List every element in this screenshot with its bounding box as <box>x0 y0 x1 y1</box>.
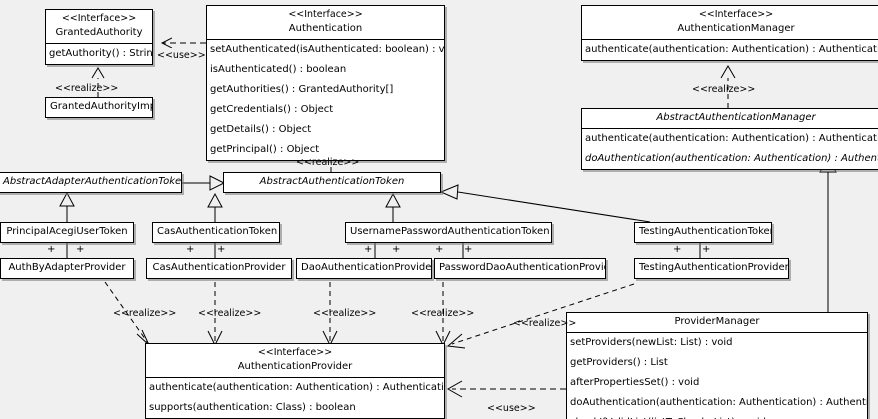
class-name: AbstractAuthenticationManager <box>656 112 816 123</box>
multiplicity-principal-left: + <box>47 244 56 255</box>
class-name: PasswordDaoAuthenticationProvider <box>439 262 605 273</box>
class-name: DaoAuthenticationProvider <box>301 262 431 273</box>
multiplicity-testing-right: + <box>702 244 711 255</box>
operation: getCredentials() : Object <box>210 104 334 115</box>
class-name: GrantedAuthority <box>55 27 143 38</box>
multiplicity-upat-4: + <box>464 244 473 255</box>
class-name: GrantedAuthorityImpl <box>50 101 152 112</box>
multiplicity-upat-2: + <box>392 244 401 255</box>
realize-label-cas-provider: <<realize>> <box>198 308 262 319</box>
operation: authenticate(authentication: Authenticat… <box>585 133 878 144</box>
class-cas-authentication-token[interactable]: CasAuthenticationToken <box>152 222 280 243</box>
operation: supports(authentication: Class) : boolea… <box>149 402 356 413</box>
stereotype-label: <<Interface>> <box>61 13 137 24</box>
class-name: Authentication <box>288 23 363 34</box>
stereotype-label: <<Interface>> <box>698 9 774 20</box>
class-name: TestingAuthenticationProvider <box>639 262 788 273</box>
use-label-authentication-granted-authority: <<use>> <box>157 50 206 61</box>
operations-compartment: authenticate(authentication: Authenticat… <box>582 128 878 169</box>
realize-label-granted-authority-impl: <<realize>> <box>55 83 119 94</box>
class-name: AbstractAuthenticationToken <box>259 176 405 187</box>
multiplicity-upat-3: + <box>435 244 444 255</box>
class-authentication-manager[interactable]: <<Interface>> AuthenticationManager auth… <box>581 5 878 61</box>
realize-label-password-dao-provider: <<realize>> <box>411 308 475 319</box>
class-granted-authority[interactable]: <<Interface>> GrantedAuthority getAuthor… <box>45 9 153 65</box>
class-name: ProviderManager <box>674 316 760 327</box>
class-authentication[interactable]: <<Interface>> Authentication setAuthenti… <box>206 5 445 161</box>
multiplicity-cas-right: + <box>217 244 226 255</box>
multiplicity-cas-left: + <box>186 244 195 255</box>
multiplicity-principal-right: + <box>76 244 85 255</box>
class-auth-by-adapter-provider[interactable]: AuthByAdapterProvider <box>0 258 134 279</box>
class-name: CasAuthenticationToken <box>157 226 278 237</box>
realize-label-testing-provider: <<realize>> <box>513 318 577 329</box>
operation: getAuthority() : String <box>49 48 152 59</box>
class-granted-authority-impl[interactable]: GrantedAuthorityImpl <box>45 97 153 118</box>
class-testing-authentication-token[interactable]: TestingAuthenticationToken <box>634 222 772 243</box>
operation: authenticate(authentication: Authenticat… <box>149 382 444 393</box>
operation: setProviders(newList: List) : void <box>570 337 733 348</box>
class-header: <<Interface>> GrantedAuthority <box>46 10 152 43</box>
class-username-password-authentication-token[interactable]: UsernamePasswordAuthenticationToken <box>345 222 552 243</box>
multiplicity-testing-left: + <box>673 244 682 255</box>
class-header: <<Interface>> AuthenticationManager <box>582 6 878 39</box>
class-dao-authentication-provider[interactable]: DaoAuthenticationProvider <box>296 258 432 279</box>
operations-compartment: getAuthority() : String <box>46 43 152 64</box>
operation: getPrincipal() : Object <box>210 144 320 155</box>
operations-compartment: setProviders(newList: List) : void getPr… <box>567 332 867 419</box>
class-principal-acegi-user-token[interactable]: PrincipalAcegiUserToken <box>0 222 134 243</box>
use-label-provider-manager: <<use>> <box>487 403 536 414</box>
operation: getAuthorities() : GrantedAuthority[] <box>210 84 394 95</box>
operation: doAuthentication(authentication: Authent… <box>570 397 867 408</box>
operation: afterPropertiesSet() : void <box>570 377 700 388</box>
class-authentication-provider[interactable]: <<Interface>> AuthenticationProvider aut… <box>145 343 445 419</box>
class-abstract-authentication-token[interactable]: AbstractAuthenticationToken <box>223 172 441 193</box>
class-name: PrincipalAcegiUserToken <box>6 226 128 237</box>
operations-compartment: setAuthenticated(isAuthenticated: boolea… <box>207 39 444 160</box>
realize-label-abstract-authentication-token: <<realize>> <box>296 157 360 168</box>
class-abstract-adapter-authentication-token[interactable]: AbstractAdapterAuthenticationToken <box>0 172 182 193</box>
operation: authenticate(authentication: Authenticat… <box>585 44 878 55</box>
realize-label-auth-by-adapter-provider: <<realize>> <box>113 308 177 319</box>
class-name: CasAuthenticationProvider <box>152 262 286 273</box>
class-cas-authentication-provider[interactable]: CasAuthenticationProvider <box>146 258 292 279</box>
class-testing-authentication-provider[interactable]: TestingAuthenticationProvider <box>634 258 789 279</box>
class-name: AuthenticationProvider <box>237 361 353 372</box>
class-header: <<Interface>> Authentication <box>207 6 444 39</box>
operation: getProviders() : List <box>570 357 668 368</box>
operation: checkIfValidList(listToCheck: List) : vo… <box>567 413 867 419</box>
operation: isAuthenticated() : boolean <box>210 64 347 75</box>
stereotype-label: <<Interface>> <box>257 347 333 358</box>
operation: setAuthenticated(isAuthenticated: boolea… <box>210 44 444 55</box>
class-name: AuthenticationManager <box>677 23 795 34</box>
class-name: TestingAuthenticationToken <box>639 226 771 237</box>
realize-label-dao-provider: <<realize>> <box>313 308 377 319</box>
class-name: AbstractAdapterAuthenticationToken <box>3 176 181 187</box>
realize-label-abstract-authentication-manager: <<realize>> <box>692 84 756 95</box>
class-provider-manager[interactable]: ProviderManager setProviders(newList: Li… <box>566 312 868 419</box>
class-password-dao-authentication-provider[interactable]: PasswordDaoAuthenticationProvider <box>434 258 606 279</box>
class-name: AuthByAdapterProvider <box>8 262 126 273</box>
class-abstract-authentication-manager[interactable]: AbstractAuthenticationManager authentica… <box>581 108 878 170</box>
stereotype-label: <<Interface>> <box>288 9 363 20</box>
multiplicity-upat-1: + <box>364 244 373 255</box>
class-name: UsernamePasswordAuthenticationToken <box>350 226 550 237</box>
operations-compartment: authenticate(authentication: Authenticat… <box>582 39 878 60</box>
operation: getDetails() : Object <box>210 124 312 135</box>
class-header: <<Interface>> AuthenticationProvider <box>146 344 444 377</box>
operation-abstract: doAuthentication(authentication: Authent… <box>585 153 878 164</box>
operations-compartment: authenticate(authentication: Authenticat… <box>146 377 444 418</box>
